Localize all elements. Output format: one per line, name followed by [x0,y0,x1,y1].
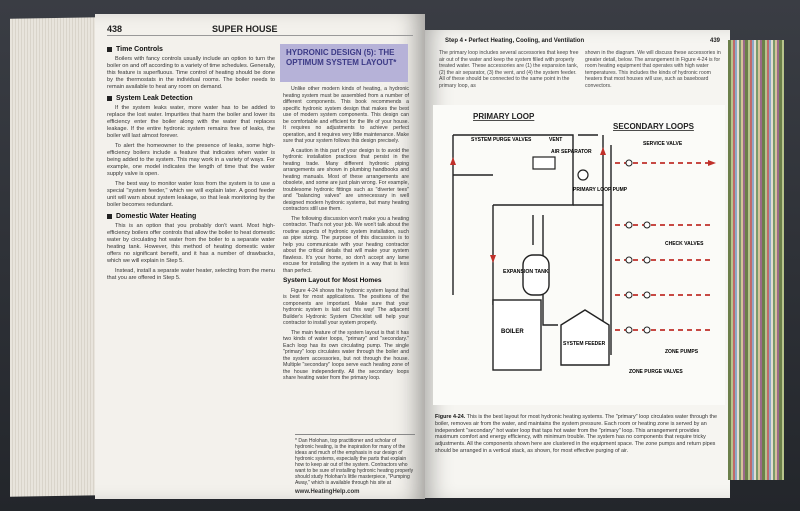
callout-title-box: HYDRONIC DESIGN (5): THE OPTIMUM SYSTEM … [280,44,408,82]
section-heading: Time Controls [107,46,275,53]
paragraph: Unlike other modern kinds of heating, a … [283,86,410,144]
boiler-shape [492,299,542,371]
paragraph: Figure 4-24 shows the hydronic system la… [283,287,409,327]
secondary-piping [602,135,612,355]
secondary-loop-title: SECONDARY LOOPS [613,122,695,131]
paragraph: A caution in this part of your design is… [283,147,409,213]
right-running-title: Step 4 • Perfect Heating, Cooling, and V… [445,38,585,44]
left-page-edges [10,17,100,497]
paragraph: If the system leaks water, more water ha… [107,105,275,139]
zone-pumps-label: ZONE PUMPS [665,349,699,355]
paragraph: The best way to monitor water loss from … [107,181,275,208]
left-column: Time Controls Boilers with fancy control… [107,42,275,285]
expansion-tank-label: EXPANSION TANK [503,269,549,275]
purge-valves-label: SYSTEM PURGE VALVES [471,137,532,143]
paragraph: To alert the homeowner to the presence o… [107,143,275,177]
hydronic-diagram: PRIMARY LOOP SECONDARY LOOPS [433,105,725,405]
system-feeder-shape [560,309,610,366]
footnote: * Dan Holohan, top practitioner and scho… [295,434,415,495]
air-separator-shape [532,156,556,170]
zone-purge-label: ZONE PURGE VALVES [629,369,683,375]
flow-arrows [450,147,716,263]
section-heading: System Leak Detection [107,95,275,102]
secondary-loop-lines [615,162,713,331]
intro-right: shown in the diagram. We will discuss th… [585,50,721,89]
square-bullet-icon [107,96,112,101]
left-running-head: 438 SUPER HOUSE [107,22,413,36]
left-book-title: SUPER HOUSE [212,23,278,34]
primary-loop-title: PRIMARY LOOP [473,112,535,121]
check-valves-label: CHECK VALVES [665,241,704,247]
square-bullet-icon [107,214,112,219]
primary-pump-shape [577,169,589,181]
paragraph: Boilers with fancy controls usually incl… [107,56,276,90]
left-page-number: 438 [107,23,123,34]
primary-pump-label: PRIMARY LOOP PUMP [573,187,628,193]
vent-label: VENT [549,137,562,143]
intro-left: The primary loop includes several access… [439,50,579,89]
right-running-head: Step 4 • Perfect Heating, Cooling, and V… [445,38,720,44]
right-page-number: 439 [709,38,720,44]
expansion-tank-shape [522,254,550,296]
figure-caption-text: This is the best layout for most hydroni… [435,414,717,454]
section-heading: Domestic Water Heating [107,213,275,220]
left-page: 438 SUPER HOUSE Time Controls Boilers wi… [95,14,425,499]
footnote-url: www.HeatingHelp.com [295,489,360,495]
paragraph: This is an option that you probably don'… [107,223,275,264]
paragraph: Instead, install a separate water heater… [107,268,275,281]
figure-caption: Figure 4-24. This is the best layout for… [435,414,723,455]
footnote-text: * Dan Holohan, top practitioner and scho… [295,438,414,486]
system-feeder-label: SYSTEM FEEDER [563,341,606,347]
callout-title: HYDRONIC DESIGN (5): THE OPTIMUM SYSTEM … [286,48,397,67]
right-page-edges [728,40,784,480]
square-bullet-icon [107,47,112,52]
figure-caption-label: Figure 4-24. [435,414,466,420]
service-valve-label: SERVICE VALVE [643,141,683,147]
paragraph: The following discussion won't make you … [283,215,409,274]
boiler-label: BOILER [501,329,524,335]
zone-valves [625,159,651,334]
right-page: Step 4 • Perfect Heating, Cooling, and V… [425,30,730,498]
right-column: Unlike other modern kinds of heating, a … [283,86,409,385]
paragraph: The main feature of the system layout is… [283,329,409,382]
air-separator-label: AIR SEPARATOR [551,149,592,155]
subheading: System Layout for Most Homes [283,277,382,284]
